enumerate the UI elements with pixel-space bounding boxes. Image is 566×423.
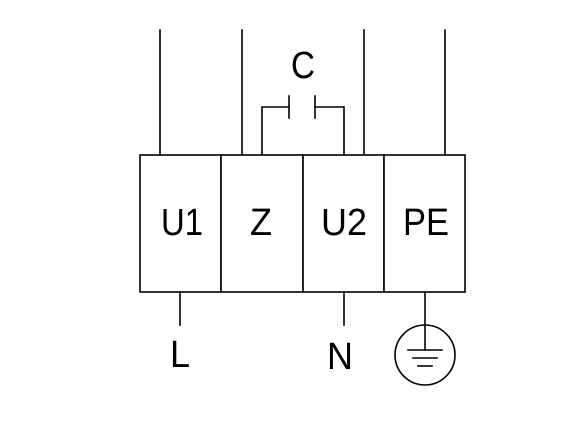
neutral-label: N: [327, 336, 353, 378]
terminal-label-pe: PE: [403, 202, 449, 244]
terminal-label-u1: U1: [161, 202, 203, 244]
terminal-block: U1 Z U2 PE: [139, 154, 466, 293]
ground-icon: [394, 324, 456, 386]
terminal-label-z: Z: [250, 202, 272, 244]
capacitor-label: C: [291, 45, 315, 87]
capacitor-lead-left: [261, 106, 290, 156]
terminal-label-u2: U2: [321, 202, 367, 244]
outgoing-connections: L N: [170, 291, 426, 378]
line-label: L: [170, 334, 190, 376]
capacitor: C: [261, 45, 345, 156]
terminal-pe: [383, 154, 466, 293]
capacitor-lead-right: [314, 106, 345, 156]
incoming-wires: [159, 29, 446, 156]
